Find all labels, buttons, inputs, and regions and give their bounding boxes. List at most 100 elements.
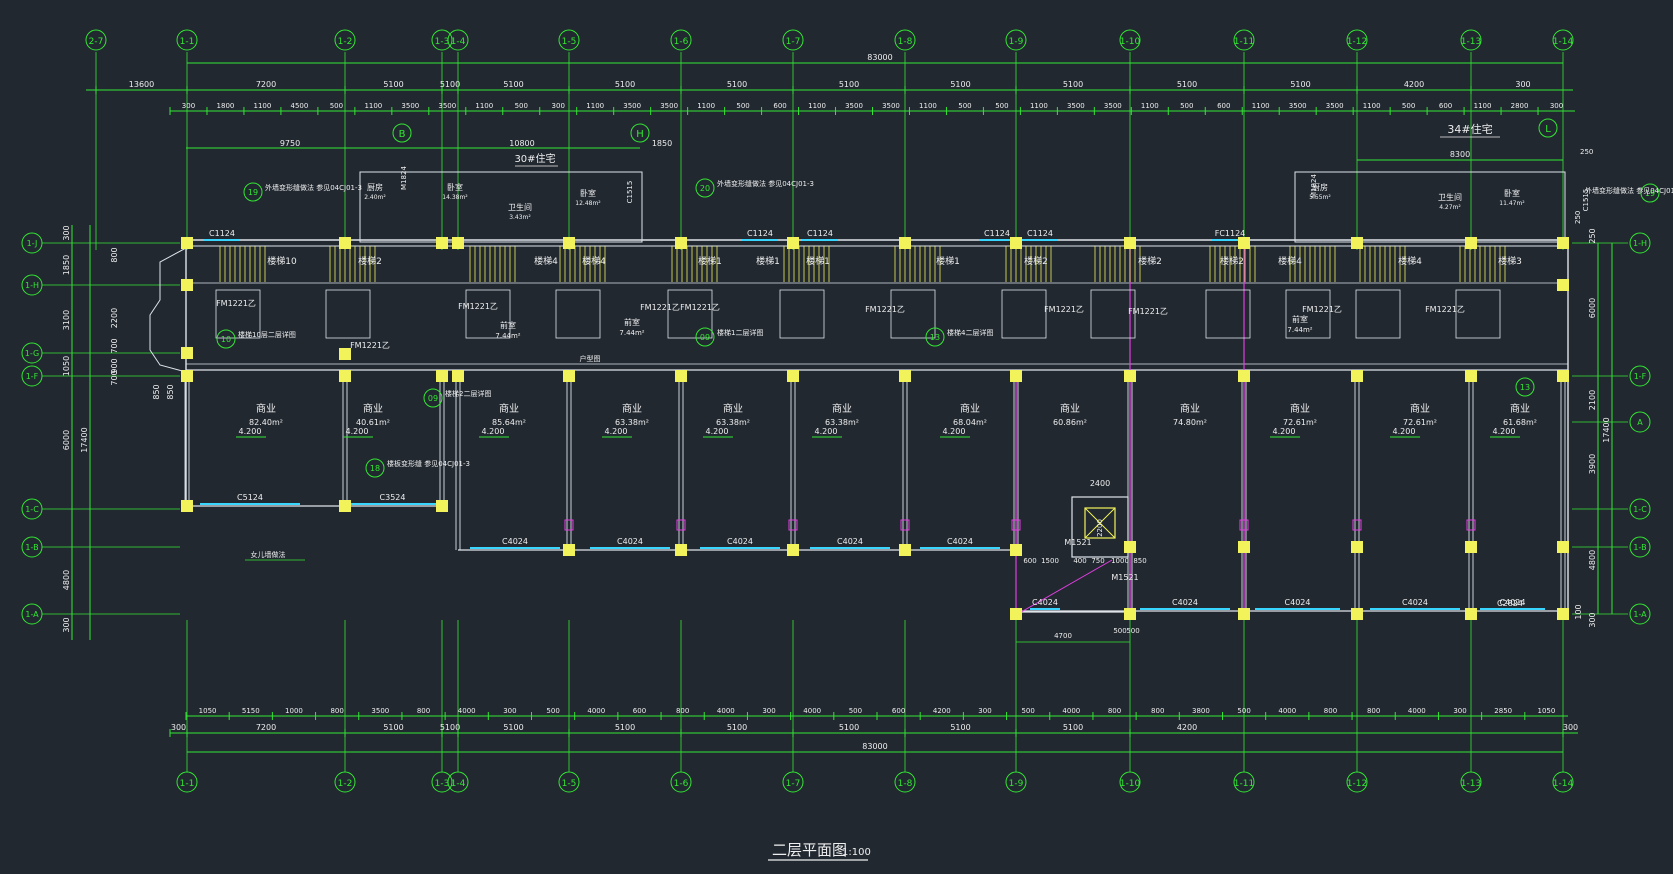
column: [563, 370, 575, 382]
column-tag: [564, 519, 574, 531]
grid-label-top: 1-3: [435, 37, 450, 47]
callout-text: 楼梯4二层详图: [947, 328, 993, 337]
column: [675, 370, 687, 382]
callout-text: 楼梯10层二层详图: [238, 330, 296, 339]
stair-name: 楼梯1: [698, 255, 722, 267]
door-label: FM1221乙: [1302, 305, 1342, 314]
stair-name: 楼梯1: [936, 255, 960, 267]
grid-label-left: 1-J: [27, 239, 38, 248]
grid-bubble-bottom: [670, 771, 692, 793]
residence-room-name: 厨房: [1312, 182, 1328, 192]
shop-level: 4.200: [346, 427, 369, 436]
dim-text-left: 3100: [62, 310, 71, 330]
dim-text-row2-top: 600: [1217, 102, 1230, 110]
vertical-label: C1515: [626, 181, 634, 204]
elevator-diagonal: [1015, 559, 1113, 616]
column: [339, 370, 351, 382]
grid-label-left: 1-G: [25, 349, 39, 358]
elevator-dim: 2400: [1090, 479, 1110, 488]
dim-text-row1-top: 7200: [256, 80, 276, 89]
column: [1351, 370, 1363, 382]
dim-text-upper: 250: [1574, 211, 1582, 224]
grid-label-right: 1-C: [1633, 505, 1647, 514]
residence-34-outline: [1294, 171, 1566, 243]
window-layer: [200, 239, 1545, 610]
window-label-front: C4024: [1032, 598, 1058, 607]
shop-name: 商业: [622, 402, 642, 415]
shop-area: 63.38m²: [825, 418, 859, 427]
window-label-back: C1124: [984, 229, 1010, 238]
misc-label: 女儿墙做法: [251, 550, 286, 559]
dim-text-row1-bottom: 1050: [199, 707, 217, 715]
shop-area: 82.40m²: [249, 418, 283, 427]
shop-area: 85.64m²: [492, 418, 526, 427]
residence-room-name: 厨房: [367, 182, 383, 192]
dim-text-row1-bottom: 500: [546, 707, 559, 715]
column: [899, 370, 911, 382]
grid-label-top: 1-1: [180, 37, 195, 47]
grid-bubble-left: [21, 365, 43, 387]
dim-text-left: 1050: [62, 356, 71, 376]
elevator-dim: 850: [1133, 557, 1146, 565]
column: [1465, 370, 1477, 382]
column-tag: [1239, 519, 1249, 531]
column: [1010, 370, 1022, 382]
stair-landing-box: [325, 289, 371, 339]
elevator-dim: 1500: [1041, 557, 1059, 565]
shop-area: 63.38m²: [716, 418, 750, 427]
dim-text-upper: 8300: [1450, 150, 1470, 159]
dim-text-row2-top: 3500: [623, 102, 641, 110]
dim-text-row1-bottom: 800: [330, 707, 343, 715]
grid-label-letter: L: [1545, 124, 1551, 135]
vertical-label: C1515: [1582, 189, 1590, 212]
column: [899, 237, 911, 249]
stair-name: 楼梯4: [534, 255, 558, 267]
dim-text-row1-bottom: 3800: [1192, 707, 1210, 715]
grid-label-right: A: [1637, 418, 1643, 427]
stair-name: 楼梯1: [806, 255, 830, 267]
window-label-front: C4024: [947, 537, 973, 546]
dim-text-right: 4800: [1588, 550, 1597, 570]
dim-text-row2-top: 3500: [845, 102, 863, 110]
stair-name: 楼梯4: [582, 255, 606, 267]
grid-bubble-top: [431, 29, 453, 51]
dim-text-row1-top: 13600: [129, 80, 154, 89]
dim-text-row2-bottom: 7200: [256, 723, 276, 732]
dim-text-row2-top: 1100: [1252, 102, 1270, 110]
stair-landing-box: [1355, 289, 1401, 339]
door-label: FM1221乙: [458, 302, 498, 311]
grid-bubble-top: [670, 29, 692, 51]
grid-label-bottom: 1-7: [786, 779, 801, 789]
grid-label-bottom: 1-12: [1347, 779, 1367, 789]
elevator-dim: 4700: [1054, 632, 1072, 640]
dim-text-row2-top: 3500: [401, 102, 419, 110]
dim-text-row1-top: 5100: [440, 80, 460, 89]
window-label-back: C1124: [1027, 229, 1053, 238]
misc-label: 户型图: [580, 354, 601, 363]
window-label-back: C1124: [807, 229, 833, 238]
column: [1557, 370, 1569, 382]
dim-text-row2-top: 500: [1402, 102, 1415, 110]
dim-text-right: 300: [1588, 612, 1597, 627]
dim-text-upper: 250: [1580, 148, 1593, 156]
grid-label-right: 1-B: [1633, 543, 1646, 552]
column: [339, 348, 351, 360]
column: [1465, 608, 1477, 620]
stair-landing-box: [215, 289, 261, 339]
stair-landing-box: [1090, 289, 1136, 339]
column: [1557, 608, 1569, 620]
stair-name: 楼梯4: [1398, 255, 1422, 267]
dim-text-left: 6000: [62, 430, 71, 450]
elevator-dim: 600: [1023, 557, 1036, 565]
shop-area: 40.61m²: [356, 418, 390, 427]
grid-label-bottom: 1-4: [451, 779, 466, 789]
grid-bubble-left: [21, 232, 43, 254]
dim-text-left: 700: [110, 338, 119, 353]
stair-name: 楼梯2: [358, 255, 382, 267]
window-label-front: C4024: [617, 537, 643, 546]
dim-text-row1-bottom: 800: [417, 707, 430, 715]
dim-text-left: 300: [62, 225, 71, 240]
door-label: FM1221乙: [865, 305, 905, 314]
grid-label-bottom: 1-8: [898, 779, 913, 789]
